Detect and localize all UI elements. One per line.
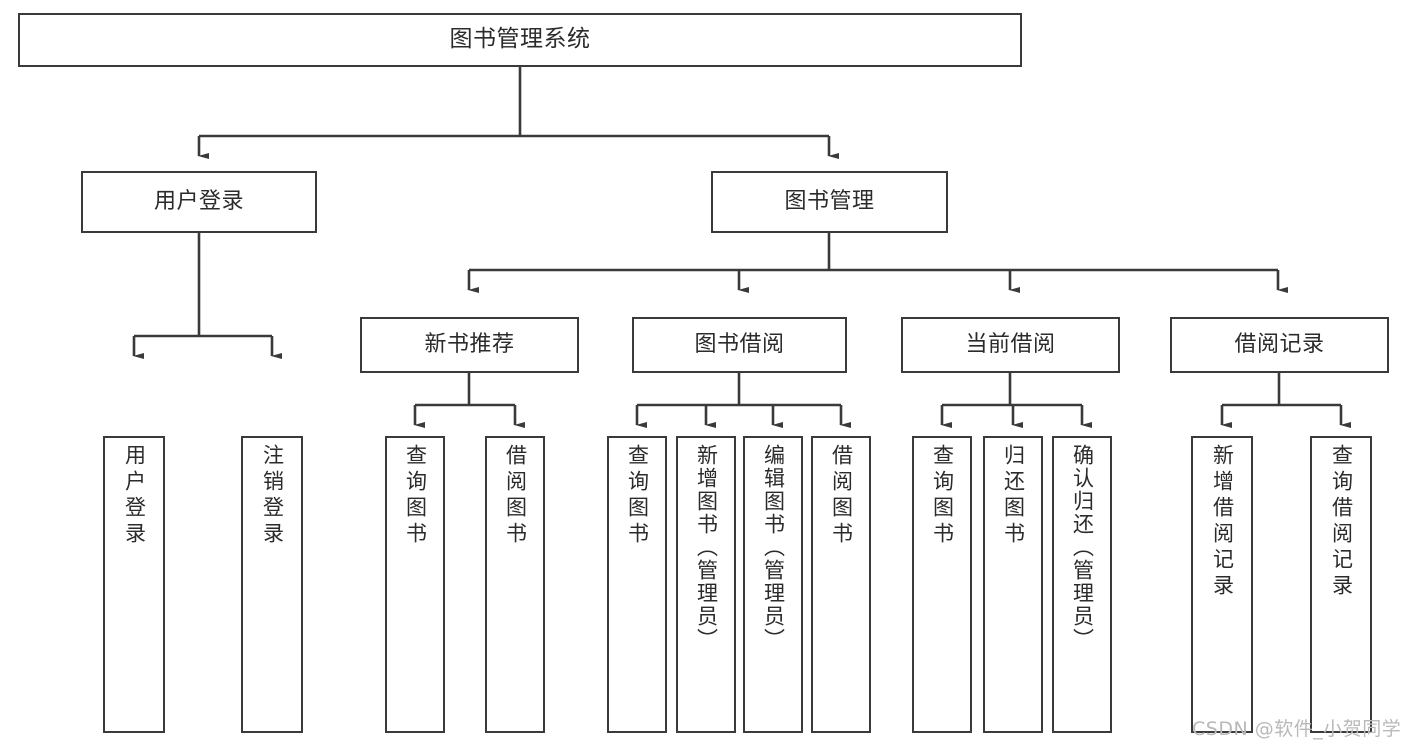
node-leaf-query-book-current[interactable]: 查询图书 [912, 436, 972, 733]
node-leaf-query-borrow-record[interactable]: 查询借阅记录 [1310, 436, 1372, 733]
node-leaf-query-book-current-label: 查询图书 [930, 444, 955, 548]
node-leaf-query-book-recommend-label: 查询图书 [403, 444, 428, 548]
node-leaf-borrow-book-recommend-label: 借阅图书 [503, 444, 528, 548]
node-leaf-borrow-book[interactable]: 借阅图书 [811, 436, 871, 733]
node-borrow-record-label: 借阅记录 [1234, 332, 1325, 358]
csdn-watermark: CSDN @软件_小贺同学 [1192, 718, 1402, 740]
node-leaf-confirm-return-admin[interactable]: 确认归还（管理员） [1052, 436, 1112, 733]
node-root-system-label: 图书管理系统 [449, 26, 591, 53]
node-book-borrow-label: 图书借阅 [694, 332, 785, 358]
node-leaf-add-borrow-record[interactable]: 新增借阅记录 [1191, 436, 1253, 733]
node-leaf-query-book-recommend[interactable]: 查询图书 [385, 436, 445, 733]
node-root-system[interactable]: 图书管理系统 [18, 13, 1022, 67]
node-current-borrow[interactable]: 当前借阅 [901, 317, 1120, 373]
node-current-borrow-label: 当前借阅 [965, 332, 1056, 358]
node-book-manage[interactable]: 图书管理 [711, 171, 948, 233]
node-leaf-confirm-return-admin-label: 确认归还（管理员） [1070, 444, 1095, 651]
node-leaf-add-book-admin-label: 新增图书（管理员） [694, 444, 719, 651]
node-leaf-logout[interactable]: 注销登录 [241, 436, 303, 733]
node-leaf-add-book-admin[interactable]: 新增图书（管理员） [676, 436, 736, 733]
node-user-login-label: 用户登录 [153, 189, 244, 215]
node-leaf-query-borrow-record-label: 查询借阅记录 [1329, 444, 1354, 600]
node-leaf-return-book[interactable]: 归还图书 [983, 436, 1043, 733]
node-leaf-user-login-label: 用户登录 [122, 444, 147, 548]
node-leaf-add-borrow-record-label: 新增借阅记录 [1210, 444, 1235, 600]
node-leaf-borrow-book-label: 借阅图书 [829, 444, 854, 548]
node-user-login[interactable]: 用户登录 [81, 171, 317, 233]
node-leaf-query-book-label: 查询图书 [625, 444, 650, 548]
node-leaf-logout-label: 注销登录 [260, 444, 285, 548]
node-borrow-record[interactable]: 借阅记录 [1170, 317, 1389, 373]
node-book-borrow[interactable]: 图书借阅 [632, 317, 847, 373]
node-leaf-user-login[interactable]: 用户登录 [103, 436, 165, 733]
node-leaf-query-book[interactable]: 查询图书 [607, 436, 667, 733]
node-new-book-recommend[interactable]: 新书推荐 [360, 317, 579, 373]
node-leaf-edit-book-admin-label: 编辑图书（管理员） [761, 444, 786, 651]
node-leaf-edit-book-admin[interactable]: 编辑图书（管理员） [743, 436, 803, 733]
node-leaf-borrow-book-recommend[interactable]: 借阅图书 [485, 436, 545, 733]
node-new-book-recommend-label: 新书推荐 [424, 332, 515, 358]
node-leaf-return-book-label: 归还图书 [1001, 444, 1026, 548]
node-book-manage-label: 图书管理 [784, 189, 875, 215]
